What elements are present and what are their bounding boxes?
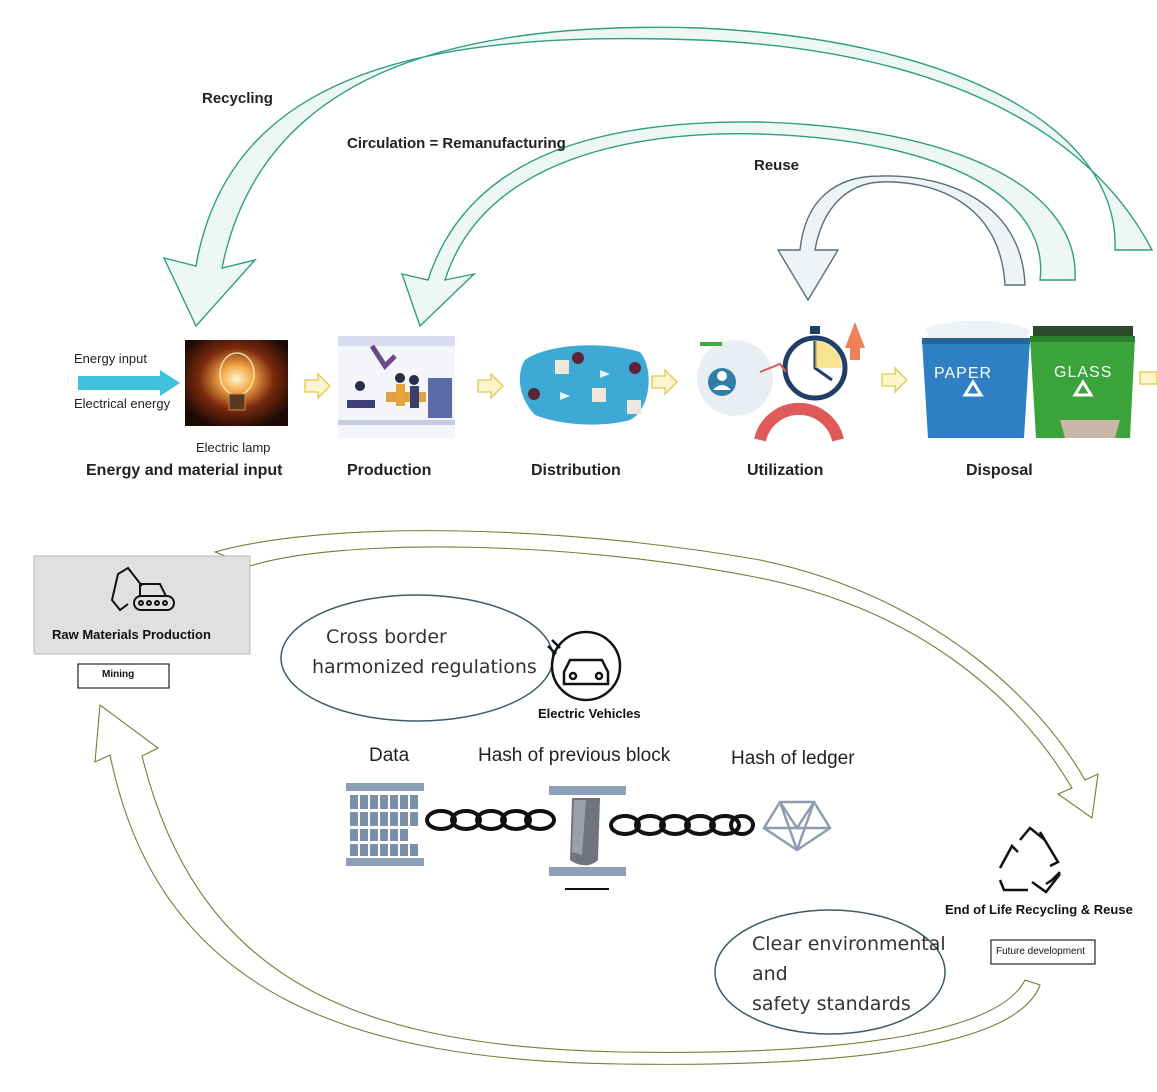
electric-vehicles-label: Electric Vehicles: [538, 706, 641, 721]
loop-arrow-forward: [213, 530, 1099, 819]
loop-arrow-return: [94, 703, 1041, 1065]
glass-bin: [1030, 326, 1135, 438]
flow-arrow-3: [651, 368, 678, 396]
stage-disposal: Disposal: [966, 462, 1033, 479]
standards-line-2: and: [752, 963, 788, 985]
data-label: Data: [369, 745, 410, 766]
stage-distribution: Distribution: [531, 462, 621, 479]
recycling-arrow: [162, 26, 1154, 328]
previous-block-icon: [549, 786, 626, 890]
cross-border-line-2: harmonized regulations: [312, 656, 537, 678]
hash-previous-label: Hash of previous block: [478, 745, 671, 766]
excavator-icon: [110, 566, 175, 612]
energy-input-arrow: [78, 370, 180, 396]
glass-bin-label: GLASS: [1054, 364, 1113, 381]
recycle-icon: [998, 826, 1061, 894]
mining-label: Mining: [102, 669, 135, 680]
reuse-arrow: [776, 175, 1026, 302]
future-development-box: [990, 939, 1096, 965]
standards-line-1: Clear environmental: [752, 933, 946, 955]
distribution-illustration: [519, 345, 649, 425]
raw-materials-label: Raw Materials Production: [52, 627, 211, 642]
energy-input-label: Energy input: [74, 351, 147, 366]
remanufacturing-label: Circulation = Remanufacturing: [347, 135, 566, 152]
lamp-caption: Electric lamp: [196, 440, 271, 455]
future-development-label: Future development: [996, 946, 1085, 957]
chain-left: [425, 809, 556, 831]
electrical-energy-label: Electrical energy: [74, 396, 171, 411]
hash-ledger-label: Hash of ledger: [731, 748, 855, 769]
standards-line-3: safety standards: [752, 993, 911, 1015]
standards-oval: [714, 909, 946, 1035]
recycling-label: Recycling: [202, 90, 273, 107]
electric-vehicle-icon: [547, 630, 622, 702]
cross-border-line-1: Cross border: [326, 626, 447, 648]
data-block-icon: [346, 783, 424, 866]
reuse-label: Reuse: [754, 157, 800, 174]
stage-energy-input: Energy and material input: [86, 462, 283, 479]
ledger-diamond-icon: [762, 800, 832, 852]
flow-arrow-5: [1139, 371, 1157, 385]
utilization-illustration: [697, 322, 865, 442]
flow-arrow-4: [881, 366, 908, 394]
end-of-life-label: End of Life Recycling & Reuse: [945, 902, 1133, 917]
paper-bin: [922, 320, 1030, 438]
production-illustration: [338, 336, 455, 438]
electric-lamp-image: [185, 340, 288, 426]
stage-production: Production: [347, 462, 432, 479]
flow-arrow-1: [304, 372, 331, 400]
paper-bin-label: PAPER: [934, 365, 993, 382]
mining-box: [77, 663, 170, 689]
chain-right: [609, 814, 755, 836]
remanufacturing-arrow: [400, 121, 1076, 328]
stage-utilization: Utilization: [747, 462, 824, 479]
flow-arrow-2: [477, 372, 504, 400]
